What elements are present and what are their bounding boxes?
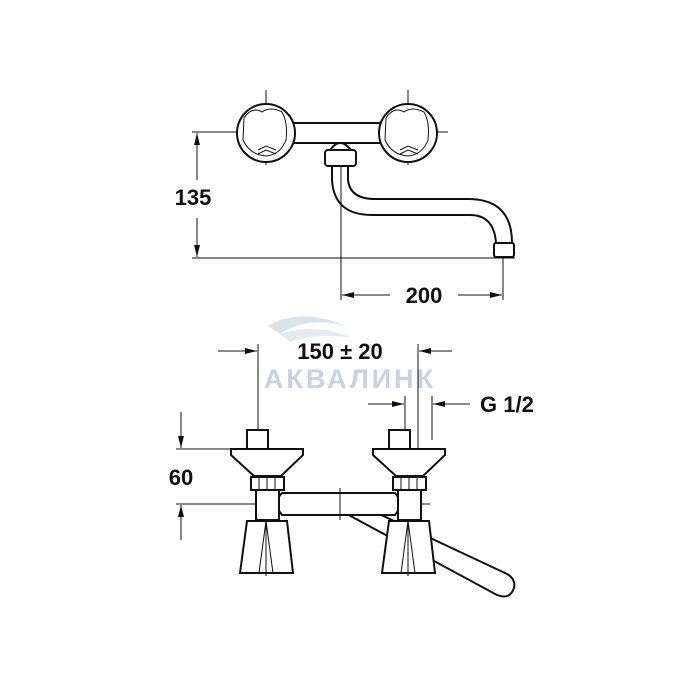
watermark-text: АКВАЛИНК	[264, 364, 436, 394]
top-view: 135 200	[175, 90, 515, 308]
thread-dimension: G 1/2	[480, 392, 534, 417]
body-bar	[284, 122, 390, 144]
height-dimension-60: 60	[169, 465, 193, 490]
reach-dimension-200: 200	[406, 283, 443, 308]
front-view: 150 ± 20 G 1/2 60	[169, 339, 534, 598]
dome	[328, 142, 354, 151]
left-valve	[230, 429, 304, 576]
right-valve	[372, 429, 446, 576]
left-handle	[236, 103, 296, 163]
right-handle	[378, 103, 438, 163]
watermark-logo: АКВАЛИНК	[264, 316, 436, 394]
spout-nut	[324, 149, 357, 167]
aerator	[493, 242, 515, 258]
height-dimension-135: 135	[175, 185, 212, 210]
spout	[331, 165, 514, 244]
connecting-bar	[276, 492, 401, 516]
spacing-dimension: 150 ± 20	[297, 339, 382, 364]
